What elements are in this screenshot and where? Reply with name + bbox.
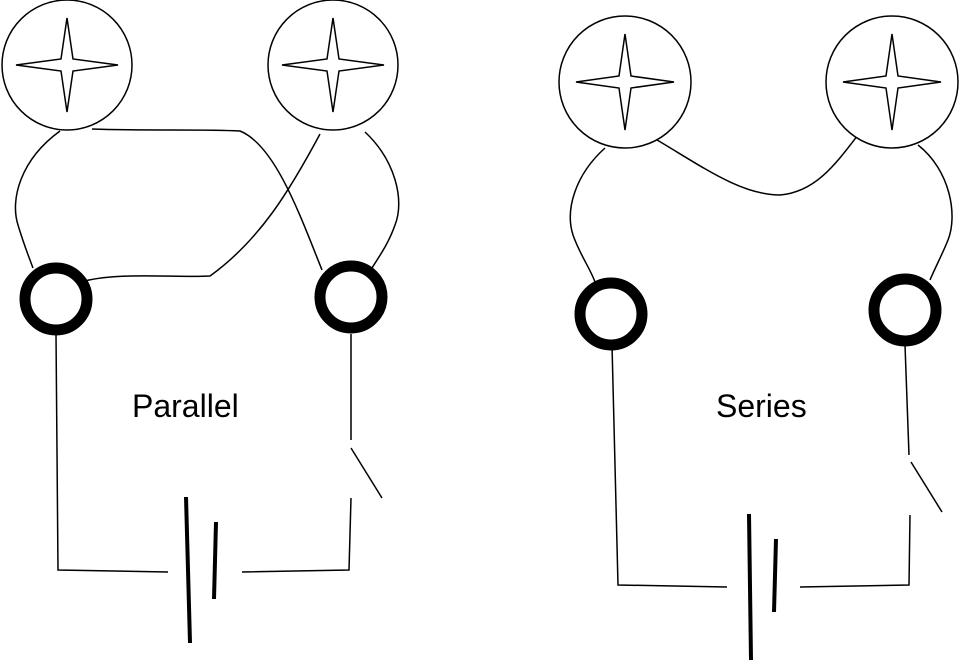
parallel-circuit	[1, 0, 400, 644]
series-bulb-right	[825, 15, 959, 149]
parallel-terminal-left	[19, 262, 93, 336]
four-point-star-icon	[281, 17, 385, 113]
series-switch	[910, 461, 943, 513]
series-circuit	[558, 15, 959, 661]
series-label: Series	[716, 388, 807, 424]
series-wire-bulb1-left	[569, 147, 606, 283]
parallel-wire-bulb2-right	[364, 131, 400, 269]
series-wire-between-bulbs	[651, 134, 859, 196]
parallel-wire-bulb1-left	[14, 130, 61, 269]
parallel-terminal-right	[314, 260, 388, 334]
four-point-star-icon	[15, 17, 119, 113]
parallel-battery-short-plate	[212, 521, 218, 600]
parallel-bulb-right	[267, 0, 399, 131]
series-wire-bulb2-right	[917, 144, 953, 281]
four-point-star-icon	[842, 33, 942, 131]
series-terminal-left	[574, 277, 648, 351]
four-point-star-icon	[575, 33, 675, 131]
series-terminal-right	[868, 273, 942, 347]
series-wire-left-down	[611, 344, 728, 588]
parallel-label: Parallel	[132, 388, 239, 424]
parallel-wire-bulb1-to-right-terminal	[91, 128, 323, 271]
parallel-wire-left-down	[55, 333, 169, 573]
parallel-switch	[350, 447, 383, 499]
series-wire-right-down	[904, 344, 910, 456]
parallel-wire-return	[241, 497, 352, 573]
parallel-wire-bulb2-to-left-terminal	[84, 133, 321, 282]
series-wire-return	[799, 514, 911, 588]
parallel-battery-long-plate	[184, 496, 192, 644]
parallel-bulb-left	[1, 0, 133, 131]
series-battery-long-plate	[747, 513, 753, 661]
series-battery-short-plate	[772, 538, 778, 613]
series-bulb-left	[558, 15, 692, 149]
